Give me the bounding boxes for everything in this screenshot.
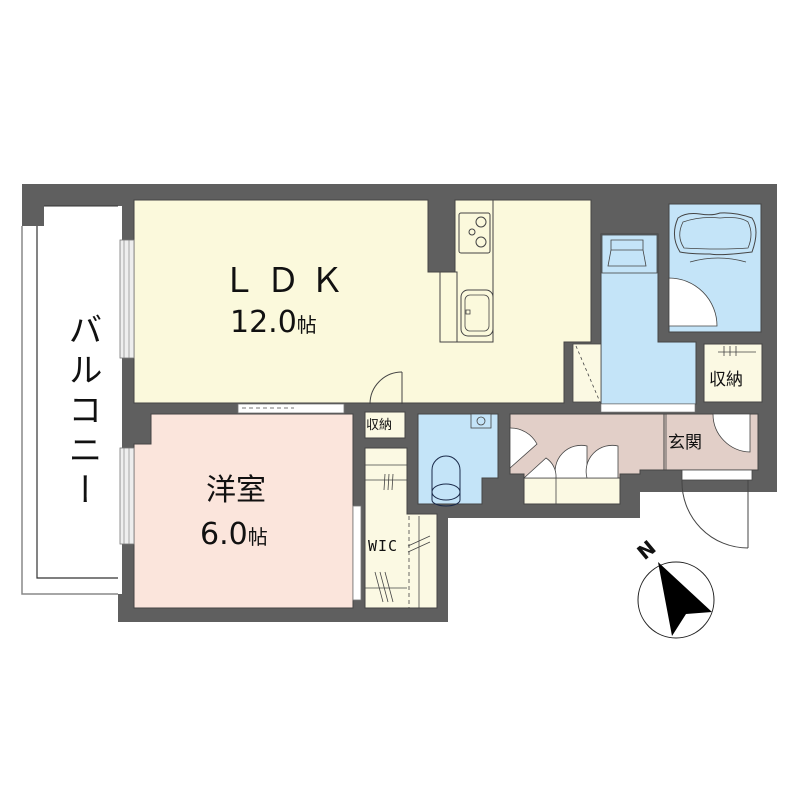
ldk-room	[119, 199, 592, 405]
storage-small	[364, 411, 406, 439]
bathtub-icon	[674, 212, 757, 256]
sink-icon	[460, 289, 494, 337]
hallway	[509, 413, 665, 505]
toilet-room	[417, 413, 499, 507]
window	[119, 447, 135, 545]
bathroom	[668, 203, 762, 333]
ldk-size-unit: 帖	[296, 313, 317, 337]
western-room-size: 6.0帖	[200, 518, 268, 554]
western-size-unit: 帖	[247, 525, 268, 549]
western-room-label: 洋室	[206, 473, 266, 508]
window	[119, 239, 135, 359]
toilet-icon	[431, 455, 461, 507]
balcony	[21, 184, 122, 595]
wic-label: WIC	[368, 537, 399, 555]
western-room	[119, 403, 362, 609]
ldk-size: 12.0帖	[230, 306, 317, 342]
entrance	[663, 413, 759, 549]
balcony-label: バルコニー	[62, 312, 102, 512]
storage-entrance	[703, 343, 763, 403]
ldk-size-value: 12.0	[230, 305, 297, 340]
western-size-value: 6.0	[200, 517, 248, 552]
storage-entrance-label: 収納	[709, 370, 743, 390]
north-arrow-icon	[637, 561, 715, 639]
storage-small-label: 収納	[366, 418, 393, 433]
washroom	[572, 233, 697, 413]
ldk-label: ＬＤＫ	[222, 261, 354, 301]
entrance-label: 玄関	[668, 433, 702, 453]
walk-in-closet	[364, 447, 438, 609]
